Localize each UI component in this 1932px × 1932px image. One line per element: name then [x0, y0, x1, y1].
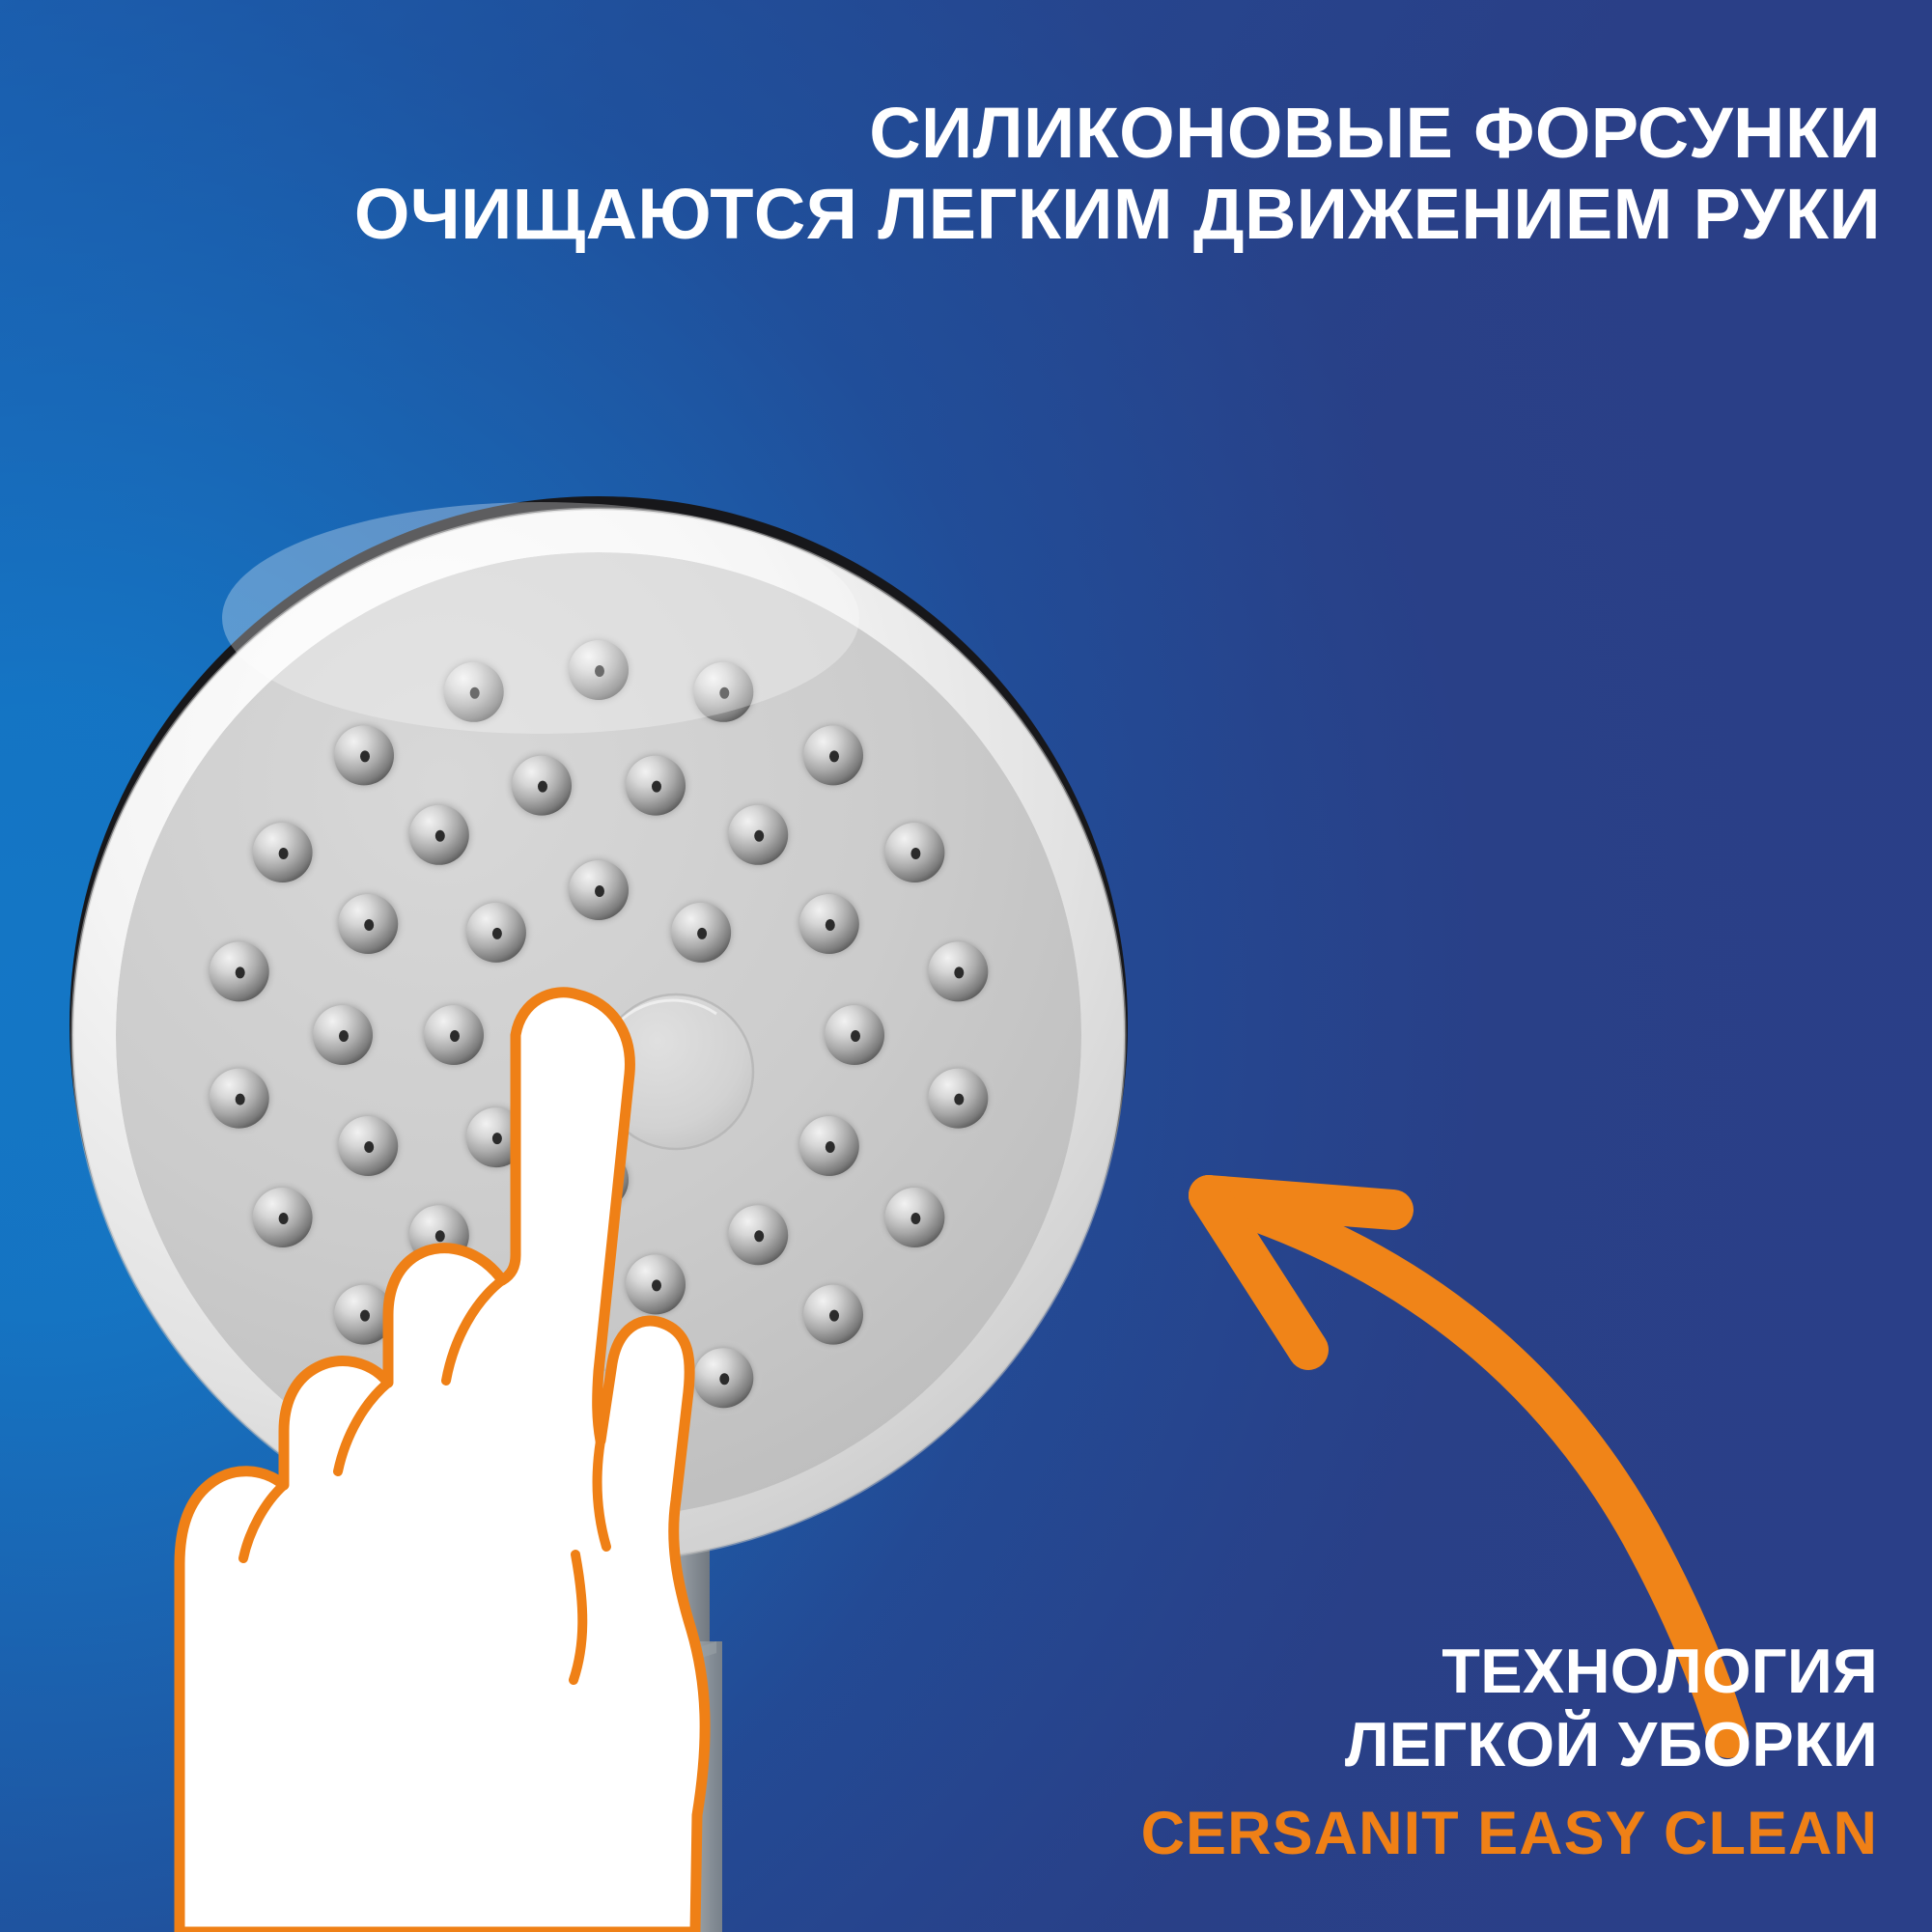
index-middle-crease — [441, 1275, 507, 1386]
nozzle — [329, 1107, 407, 1185]
nozzle — [719, 1196, 798, 1274]
nozzle — [795, 716, 872, 795]
nozzle — [304, 996, 381, 1074]
nozzle — [617, 746, 694, 825]
nozzle — [434, 653, 513, 731]
nozzle — [243, 814, 322, 891]
nozzle — [415, 996, 492, 1074]
nozzle — [876, 1179, 954, 1256]
caption-line-2: ЛЕГКОЙ УБОРКИ — [1344, 1709, 1878, 1780]
nozzle — [400, 796, 478, 874]
headline-line-2: ОЧИЩАЮТСЯ ЛЕГКИМ ДВИЖЕНИЕМ РУКИ — [353, 174, 1881, 255]
nozzle — [617, 1246, 694, 1324]
nozzle — [329, 885, 407, 963]
nozzle-array — [200, 631, 997, 1439]
nozzle — [685, 653, 763, 731]
nozzle — [325, 716, 403, 795]
nozzle — [790, 1107, 868, 1185]
nozzle — [719, 796, 798, 874]
headline-line-1: СИЛИКОНОВЫЕ ФОРСУНКИ — [869, 93, 1881, 173]
nozzle — [816, 996, 893, 1074]
nozzle — [200, 933, 278, 1011]
middle-ring-crease — [333, 1378, 393, 1476]
center-hub — [597, 993, 755, 1151]
caption-line-1: ТЕХНОЛОГИЯ — [1442, 1636, 1878, 1707]
nozzle — [685, 1339, 763, 1417]
nozzle — [790, 885, 868, 963]
nozzle — [795, 1275, 872, 1354]
thumb-base-crease — [569, 1550, 588, 1685]
nozzle — [457, 893, 535, 971]
caption-block: ТЕХНОЛОГИЯ ЛЕГКОЙ УБОРКИ CERSANIT EASY C… — [1141, 1635, 1878, 1874]
nozzle — [503, 746, 580, 825]
ring-pinky-crease — [238, 1480, 289, 1563]
brand-label: CERSANIT EASY CLEAN — [1140, 1800, 1878, 1868]
hand-silhouette — [174, 987, 711, 1932]
nozzle — [560, 631, 637, 709]
nozzle — [243, 1179, 322, 1256]
nozzle — [662, 893, 741, 971]
headline: СИЛИКОНОВЫЕ ФОРСУНКИ ОЧИЩАЮТСЯ ЛЕГКИМ ДВ… — [0, 93, 1881, 256]
nozzle — [560, 852, 637, 929]
nozzle — [919, 1059, 997, 1137]
thumb-crease — [592, 1436, 611, 1552]
nozzle — [876, 814, 954, 891]
nozzle — [200, 1059, 278, 1137]
nozzle — [919, 933, 997, 1011]
